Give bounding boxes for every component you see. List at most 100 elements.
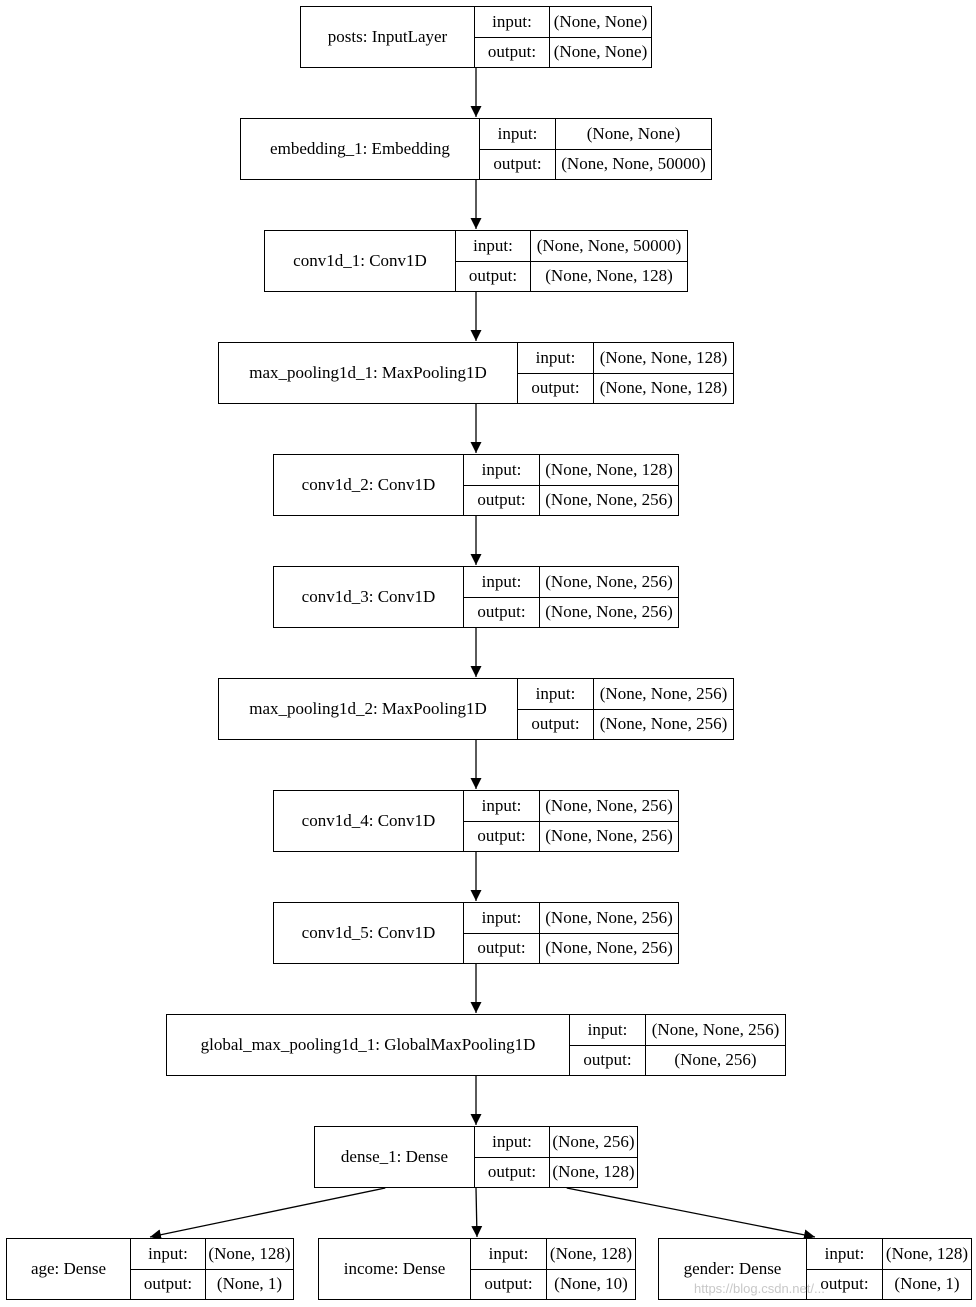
layer-shapes: input:(None, None, 256)output:(None, Non… <box>464 791 678 851</box>
input-row: input:(None, 256) <box>475 1127 637 1157</box>
layer-name: gender: Dense <box>659 1239 807 1299</box>
output-shape: (None, 256) <box>674 1050 757 1070</box>
layer-shapes: input:(None, None)output:(None, None) <box>475 7 651 67</box>
layer-name: dense_1: Dense <box>315 1127 475 1187</box>
output-shape: (None, None, 50000) <box>561 154 706 174</box>
edge-dense-1-to-gender <box>566 1187 816 1241</box>
layer-name: embedding_1: Embedding <box>241 119 480 179</box>
input-shape: (None, 128) <box>208 1243 291 1263</box>
layer-name: age: Dense <box>7 1239 131 1299</box>
input-label: input: <box>518 343 594 373</box>
output-shape: (None, None, 128) <box>545 266 673 286</box>
input-row: input: (None, None) <box>480 119 711 149</box>
watermark: https://blog.csdn.net/... <box>694 1281 825 1296</box>
layer-name: conv1d_2: Conv1D <box>274 455 464 515</box>
output-label: output: <box>131 1269 206 1299</box>
output-shape: (None, None, 256) <box>599 714 728 734</box>
layer-name: global_max_pooling1d_1: GlobalMaxPooling… <box>167 1015 570 1075</box>
edge-dense-1-to-age <box>149 1187 386 1241</box>
layer-shapes: input: (None, None) output:(None, None, 50… <box>480 119 711 179</box>
layer-shapes: input:(None, None, 256)output:(None, Non… <box>518 679 733 739</box>
input-label: input: <box>131 1239 206 1269</box>
output-row: output:(None, 10) <box>471 1268 635 1299</box>
input-row: input:(None, None, 50000) <box>456 231 687 261</box>
output-row: output:(None, None, 256) <box>518 708 733 739</box>
output-shape: (None, 1) <box>216 1274 283 1294</box>
output-label: output: <box>471 1269 547 1299</box>
input-shape: (None, 128) <box>885 1243 969 1263</box>
edge-dense-1-to-income <box>471 1187 483 1238</box>
layer-shapes: input:(None, 256)output:(None, 128) <box>475 1127 637 1187</box>
layer-shapes: input:(None, 128)output:(None, 10) <box>471 1239 635 1299</box>
input-label: input: <box>456 231 531 261</box>
output-label: output: <box>518 709 594 739</box>
input-label: input: <box>464 455 540 485</box>
input-shape: (None, None, 256) <box>545 907 673 927</box>
input-shape: (None, None, 128) <box>599 347 728 367</box>
input-shape: (None, 256) <box>552 1131 635 1151</box>
output-label: output: <box>464 933 540 963</box>
input-shape: (None, None, 50000) <box>536 235 682 255</box>
output-shape: (None, None, 256) <box>545 602 673 622</box>
output-shape: (None, None, 256) <box>545 826 673 846</box>
output-label: output: <box>807 1269 883 1299</box>
layer-name: conv1d_4: Conv1D <box>274 791 464 851</box>
input-shape: (None, None) <box>586 123 681 143</box>
input-shape: (None, None, 256) <box>545 795 673 815</box>
output-label: output: <box>570 1045 646 1075</box>
input-row: input:(None, None) <box>475 7 651 37</box>
input-row: input:(None, 128) <box>131 1239 293 1269</box>
output-row: output:(None, 1) <box>807 1268 971 1299</box>
layer-shapes: input:(None, 128)output: (None, 1) <box>131 1239 293 1299</box>
output-row: output:(None, None, 128) <box>518 372 733 403</box>
output-row: output:(None, None, 256) <box>464 484 678 515</box>
output-row: output:(None, None) <box>475 36 651 67</box>
output-label: output: <box>475 37 550 67</box>
input-label: input: <box>518 679 594 709</box>
layer-shapes: input:(None, 128) output:(None, 1) <box>807 1239 971 1299</box>
layer-shapes: input:(None, None, 256)output: (None, 256… <box>570 1015 785 1075</box>
layer-name: conv1d_1: Conv1D <box>265 231 456 291</box>
output-label: output: <box>456 261 531 291</box>
input-shape: (None, None, 256) <box>651 1019 780 1039</box>
input-shape: (None, None, 256) <box>545 571 673 591</box>
input-row: input:(None, None, 256) <box>570 1015 785 1045</box>
input-label: input: <box>475 7 550 37</box>
input-label: input: <box>464 903 540 933</box>
input-row: input:(None, None, 256) <box>464 567 678 597</box>
layer-shapes: input:(None, None, 50000)output:(None, N… <box>456 231 687 291</box>
input-label: input: <box>464 791 540 821</box>
output-shape: (None, None, 256) <box>545 490 673 510</box>
layer-shapes: input:(None, None, 256)output:(None, Non… <box>464 567 678 627</box>
layer-name: max_pooling1d_1: MaxPooling1D <box>219 343 518 403</box>
input-shape: (None, None) <box>553 11 648 31</box>
output-row: output: (None, None, 128) <box>456 260 687 291</box>
output-row: output:(None, None, 50000) <box>480 148 711 179</box>
layer-shapes: input:(None, None, 128)output:(None, Non… <box>464 455 678 515</box>
output-label: output: <box>475 1157 550 1187</box>
input-label: input: <box>807 1239 883 1269</box>
layer-name: max_pooling1d_2: MaxPooling1D <box>219 679 518 739</box>
layer-name: income: Dense <box>319 1239 471 1299</box>
input-label: input: <box>480 119 556 149</box>
output-row: output:(None, None, 256) <box>464 932 678 963</box>
input-shape: (None, 128) <box>549 1243 633 1263</box>
input-shape: (None, None, 256) <box>599 683 728 703</box>
output-shape: (None, 128) <box>552 1162 635 1182</box>
output-shape: (None, None, 256) <box>545 938 673 958</box>
input-row: input:(None, None, 128) <box>518 343 733 373</box>
input-row: input:(None, None, 256) <box>518 679 733 709</box>
